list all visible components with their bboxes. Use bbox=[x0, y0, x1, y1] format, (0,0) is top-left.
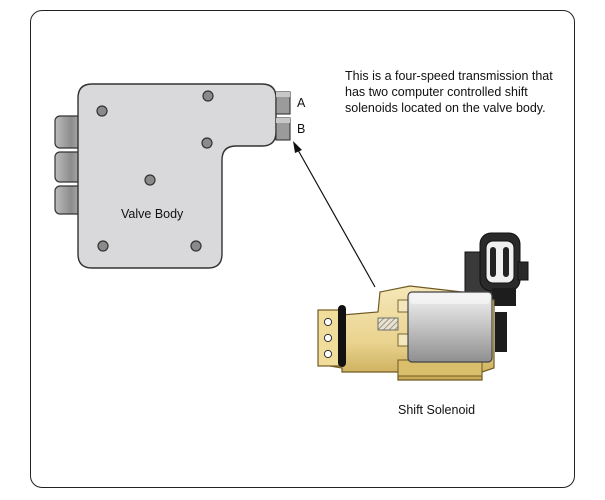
bolt bbox=[202, 90, 214, 102]
solenoid-tab-b bbox=[275, 117, 291, 141]
diagram-frame bbox=[30, 10, 575, 488]
pointer-arrow bbox=[293, 141, 376, 288]
solenoid-b-label: B bbox=[297, 122, 306, 136]
shift-solenoid-label: Shift Solenoid bbox=[398, 403, 476, 417]
valve-body bbox=[54, 83, 277, 269]
description-text: This is a four-speed transmission that h… bbox=[345, 69, 553, 115]
bolt bbox=[201, 137, 213, 149]
shift-solenoid bbox=[317, 232, 529, 381]
valve-body-label: Valve Body bbox=[121, 207, 184, 221]
solenoid-a-label: A bbox=[297, 96, 306, 110]
bolt bbox=[190, 240, 202, 252]
o-ring bbox=[338, 305, 346, 367]
bolt bbox=[97, 240, 109, 252]
bolt bbox=[96, 105, 108, 117]
solenoid-coil-can bbox=[407, 291, 493, 363]
solenoid-tab-a bbox=[275, 91, 291, 115]
bolt bbox=[144, 174, 156, 186]
